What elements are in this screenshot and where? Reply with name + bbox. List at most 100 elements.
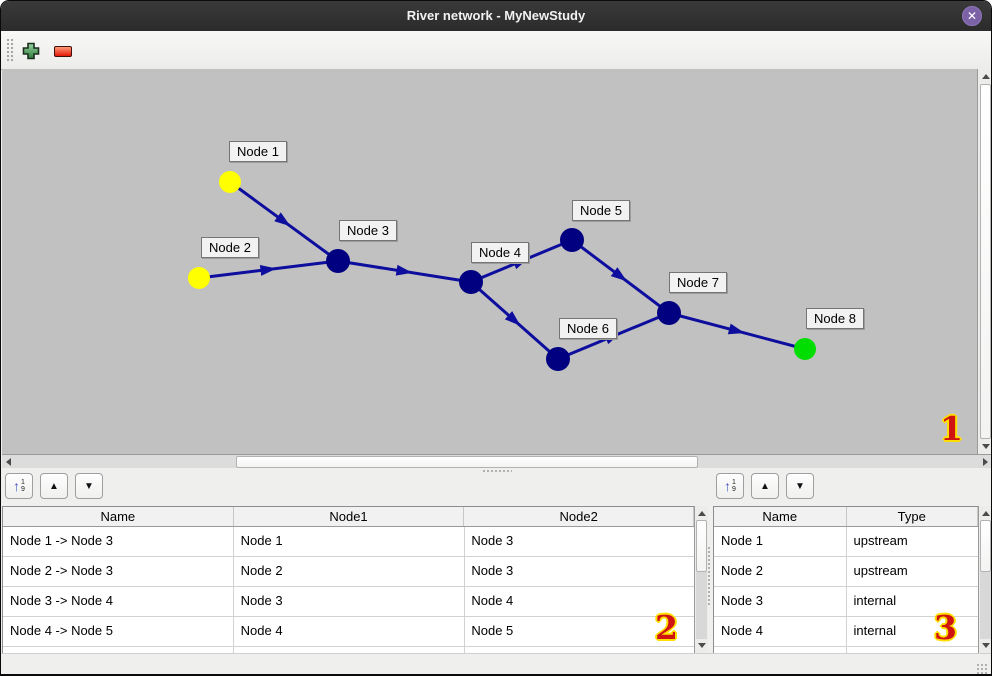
horizontal-splitter[interactable] xyxy=(1,468,991,473)
canvas-horizontal-scrollbar[interactable] xyxy=(2,454,991,468)
minus-icon xyxy=(54,45,72,57)
flow-direction-arrow-icon xyxy=(504,311,521,326)
table-cell[interactable]: Node 4 xyxy=(240,623,283,638)
reach-move-down-button[interactable]: ▼ xyxy=(75,473,103,499)
column-header-node1[interactable]: Node1 xyxy=(234,507,465,526)
node-label: Node 4 xyxy=(471,242,529,263)
column-header-node2[interactable]: Node2 xyxy=(464,507,694,526)
network-node[interactable] xyxy=(560,228,584,252)
node-label: Node 5 xyxy=(572,200,630,221)
arrow-up-icon xyxy=(981,74,990,79)
window-title: River network - MyNewStudy xyxy=(406,8,586,23)
node-move-down-button[interactable]: ▼ xyxy=(786,473,814,499)
remove-button[interactable] xyxy=(53,41,73,61)
reach-move-up-button[interactable]: ▲ xyxy=(40,473,68,499)
scroll-up-button[interactable] xyxy=(979,70,991,83)
table-cell[interactable]: Node 2 -> Node 3 xyxy=(10,563,113,578)
node-label: Node 6 xyxy=(559,318,617,339)
node-move-up-button[interactable]: ▲ xyxy=(751,473,779,499)
column-header-name[interactable]: Name xyxy=(3,507,234,526)
flow-direction-arrow-icon xyxy=(610,267,627,282)
network-node[interactable] xyxy=(794,338,816,360)
up-triangle-icon: ▲ xyxy=(760,480,770,492)
network-node[interactable] xyxy=(459,270,483,294)
table-cell[interactable]: Node 3 xyxy=(721,593,763,608)
river-network-canvas[interactable]: Node 1 Node 2 Node 3 Node 4 Node 5 Node 6 Node… xyxy=(2,69,977,454)
column-header-name[interactable]: Name xyxy=(714,507,847,526)
arrow-down-icon xyxy=(981,444,990,449)
close-icon: ✕ xyxy=(966,9,978,23)
table-cell[interactable]: upstream xyxy=(853,533,908,548)
reach-table-scrollbar[interactable] xyxy=(694,506,708,653)
table-cell[interactable]: Node 3 -> Node 4 xyxy=(10,593,113,608)
flow-direction-arrow-icon xyxy=(259,265,277,276)
add-button[interactable] xyxy=(21,41,41,61)
arrow-right-icon xyxy=(983,457,988,466)
table-cell[interactable]: Node 5 xyxy=(471,623,514,638)
table-row[interactable]: Node 2 -> Node 3 Node 2 Node 3 xyxy=(3,557,694,587)
table-cell[interactable]: internal xyxy=(853,623,897,638)
down-triangle-icon: ▼ xyxy=(795,480,805,492)
table-cell[interactable]: Node 4 xyxy=(471,593,514,608)
table-cell[interactable]: Node 3 xyxy=(471,563,514,578)
vertical-scroll-thumb[interactable] xyxy=(980,84,991,439)
vertical-scroll-thumb[interactable] xyxy=(980,520,991,572)
scroll-right-button[interactable] xyxy=(979,455,991,468)
scroll-left-button[interactable] xyxy=(2,455,15,468)
node-label: Node 3 xyxy=(339,220,397,241)
scroll-down-button[interactable] xyxy=(979,440,991,453)
up-triangle-icon: ▲ xyxy=(49,480,59,492)
node-label: Node 2 xyxy=(201,237,259,258)
table-splitter-handle[interactable] xyxy=(707,546,712,606)
flow-direction-arrow-icon xyxy=(274,212,291,227)
annotation-2: 2 xyxy=(655,608,678,647)
network-node[interactable] xyxy=(326,249,350,273)
table-cell[interactable]: Node 3 xyxy=(240,593,283,608)
title-bar[interactable]: River network - MyNewStudy ✕ xyxy=(1,1,991,32)
table-cell[interactable]: Node 4 -> Node 5 xyxy=(10,623,113,638)
network-node[interactable] xyxy=(188,267,210,289)
scroll-up-button[interactable] xyxy=(979,507,991,520)
horizontal-scroll-thumb[interactable] xyxy=(236,456,698,468)
resize-grip-icon[interactable] xyxy=(976,663,988,674)
network-node[interactable] xyxy=(546,347,570,371)
table-cell[interactable]: Node 2 xyxy=(240,563,283,578)
vertical-scroll-thumb[interactable] xyxy=(696,520,707,572)
column-header-type[interactable]: Type xyxy=(847,507,978,526)
main-toolbar xyxy=(1,31,991,70)
scroll-track[interactable] xyxy=(980,572,991,639)
scroll-track[interactable] xyxy=(696,572,707,639)
network-node[interactable] xyxy=(657,301,681,325)
network-node[interactable] xyxy=(219,171,241,193)
node-table-scrollbar[interactable] xyxy=(978,506,991,653)
close-button[interactable]: ✕ xyxy=(962,6,982,26)
table-cell[interactable]: Node 1 xyxy=(240,533,283,548)
table-cell[interactable]: internal xyxy=(853,593,897,608)
table-row[interactable]: Node 1 -> Node 3 Node 1 Node 3 xyxy=(3,527,694,557)
arrow-up-icon xyxy=(697,511,706,516)
table-row[interactable]: Node 3 -> Node 4 Node 3 Node 4 xyxy=(3,587,694,617)
table-cell[interactable]: Node 2 xyxy=(721,563,763,578)
column-divider xyxy=(233,527,234,653)
annotation-1: 1 xyxy=(940,409,963,448)
toolbar-grip-handle[interactable] xyxy=(6,38,14,62)
table-row[interactable]: Node 4 -> Node 5 Node 4 Node 5 xyxy=(3,617,694,647)
down-triangle-icon: ▼ xyxy=(84,480,94,492)
scroll-up-button[interactable] xyxy=(695,507,708,520)
node-label: Node 7 xyxy=(669,272,727,293)
table-cell[interactable]: upstream xyxy=(853,563,908,578)
table-cell[interactable]: Node 3 xyxy=(471,533,514,548)
table-cell[interactable]: Node 1 xyxy=(721,533,763,548)
scroll-down-button[interactable] xyxy=(695,639,708,652)
canvas-vertical-scrollbar[interactable] xyxy=(977,69,991,454)
node-label: Node 1 xyxy=(229,141,287,162)
scroll-down-button[interactable] xyxy=(979,639,991,652)
table-cell[interactable]: Node 1 -> Node 3 xyxy=(10,533,113,548)
table-cell[interactable]: Node 4 xyxy=(721,623,763,638)
